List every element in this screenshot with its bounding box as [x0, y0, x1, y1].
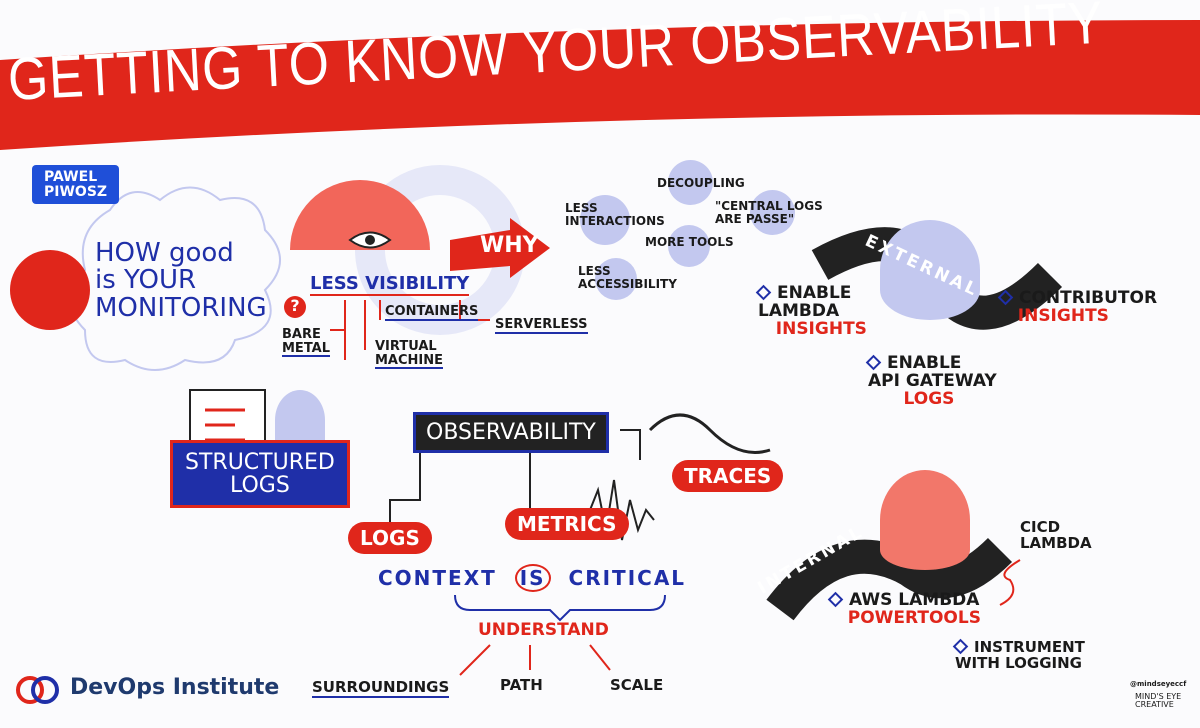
diamond-icon [755, 284, 772, 301]
devops-institute-logo: DevOps Institute [70, 675, 280, 700]
title-banner [0, 20, 1200, 150]
metrics-wave [589, 479, 655, 541]
context-word: CONTEXT [378, 566, 497, 590]
cicd-lambda: CICD LAMBDA [1020, 518, 1092, 552]
understand-label: UNDERSTAND [478, 620, 609, 640]
diamond-icon [952, 638, 969, 655]
bubble [668, 160, 713, 205]
lavender-mascot [880, 220, 980, 320]
pillar-metrics: METRICS [505, 508, 629, 540]
understand-surroundings: SURROUNDINGS [312, 678, 450, 698]
item-virtual-machine: VIRTUAL MACHINE [375, 339, 444, 370]
critical-word: CRITICAL [568, 566, 687, 590]
eye-dome [290, 180, 430, 250]
monitoring-question: HOW good is YOUR MONITORING [95, 238, 267, 323]
author-badge: PAWEL PIWOSZ [32, 165, 120, 205]
why-more-tools: MORE TOOLS [645, 235, 734, 249]
bubble [750, 190, 795, 235]
context-brace [454, 594, 666, 622]
less-visibility: LESS VISIBILITY [310, 273, 470, 296]
red-face [10, 250, 90, 330]
understand-arrows [459, 644, 611, 676]
diamond-icon [997, 289, 1014, 306]
item-bare-metal: BARE METAL [282, 327, 331, 358]
question-mark-icon: ? [284, 296, 306, 318]
internal-item: AWS LAMBDA POWERTOOLS [827, 591, 981, 628]
trace-line [648, 413, 771, 454]
cicd-spring [999, 559, 1021, 606]
internal-item: INSTRUMENT WITH LOGGING [952, 638, 1085, 672]
internal-ribbon [766, 537, 1013, 621]
why-decoupling: DECOUPLING [657, 176, 745, 190]
why-less-accessibility: LESS ACCESSIBILITY [578, 264, 677, 291]
devops-logo-icon [16, 676, 44, 704]
bubble [580, 195, 630, 245]
bubble [668, 225, 710, 267]
why-label: WHY [480, 233, 539, 258]
why-central-logs: "CENTRAL LOGS ARE PASSE" [715, 199, 823, 226]
credit-logo: MIND'S EYE CREATIVE [1135, 692, 1182, 710]
pillar-logs: LOGS [348, 522, 432, 554]
item-containers: CONTAINERS [385, 304, 479, 321]
external-item: ENABLE API GATEWAY LOGS [865, 354, 997, 409]
observability-box: OBSERVABILITY [413, 412, 609, 454]
understand-scale: SCALE [610, 676, 664, 694]
external-item: ENABLE LAMBDA INSIGHTS [755, 284, 867, 339]
is-word: IS [514, 564, 551, 592]
context-line: CONTEXT IS CRITICAL [378, 564, 687, 592]
diamond-icon [865, 354, 882, 371]
item-serverless: SERVERLESS [495, 317, 588, 334]
structured-logs: STRUCTURED LOGS [170, 440, 350, 509]
credit-handle: @mindseyeccf [1130, 680, 1187, 688]
diamond-icon [827, 591, 844, 608]
why-arrow [450, 218, 550, 278]
why-less-interactions: LESS INTERACTIONS [565, 201, 665, 228]
bubble [595, 258, 637, 300]
red-mascot [880, 470, 970, 570]
understand-path: PATH [500, 676, 543, 694]
visibility-connectors [330, 300, 490, 360]
external-item: CONTRIBUTOR INSIGHTS [997, 289, 1157, 326]
pillar-traces: TRACES [672, 460, 784, 492]
